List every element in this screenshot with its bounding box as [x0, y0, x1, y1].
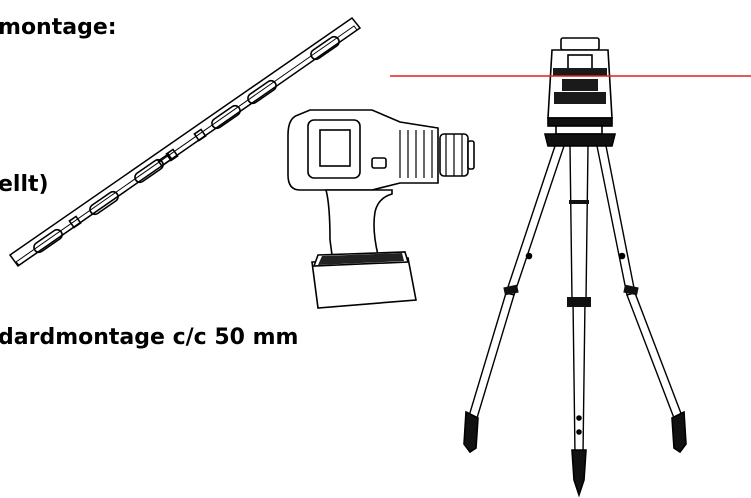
standard-mounting-label: dardmontage c/c 50 mm	[0, 325, 299, 350]
note-fragment: ellt)	[0, 172, 49, 197]
line-laser-tripod-icon	[463, 37, 687, 498]
cordless-drill-icon	[287, 109, 475, 309]
mounting-heading-text: ontage:	[20, 15, 117, 40]
spirit-level-icon	[8, 16, 362, 268]
mounting-heading: montage:	[0, 15, 117, 40]
mounting-heading-prefix: m	[0, 15, 21, 40]
